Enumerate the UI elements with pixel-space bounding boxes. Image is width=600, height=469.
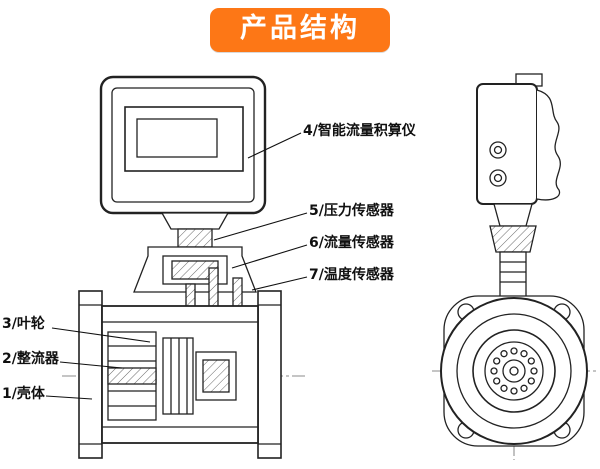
front-view bbox=[62, 75, 305, 459]
label-flow-sensor: 6/流量传感器 bbox=[309, 235, 394, 251]
label-pressure-sensor: 5/压力传感器 bbox=[309, 203, 394, 219]
label-temperature-sensor: 7/温度传感器 bbox=[309, 267, 394, 283]
side-view bbox=[432, 73, 596, 460]
totalizer-head-side bbox=[476, 73, 561, 205]
leader-lines bbox=[45, 132, 308, 400]
label-impeller: 3/叶轮 bbox=[2, 316, 45, 332]
label-totalizer: 4/智能流量积算仪 bbox=[303, 123, 416, 139]
side-body-circles bbox=[440, 297, 588, 445]
label-housing: 1/壳体 bbox=[2, 386, 45, 402]
totalizer-head bbox=[99, 75, 267, 215]
turbine-blade-ring bbox=[490, 347, 538, 395]
label-rectifier: 2/整流器 bbox=[2, 351, 59, 367]
rectifier-part bbox=[107, 331, 157, 421]
page-title: 产品结构 bbox=[240, 13, 360, 44]
impeller-part bbox=[162, 337, 237, 415]
lcd-screen bbox=[136, 118, 218, 158]
head-handle bbox=[536, 89, 561, 201]
title-banner: 产品结构 bbox=[210, 8, 390, 53]
side-neck bbox=[489, 203, 537, 299]
